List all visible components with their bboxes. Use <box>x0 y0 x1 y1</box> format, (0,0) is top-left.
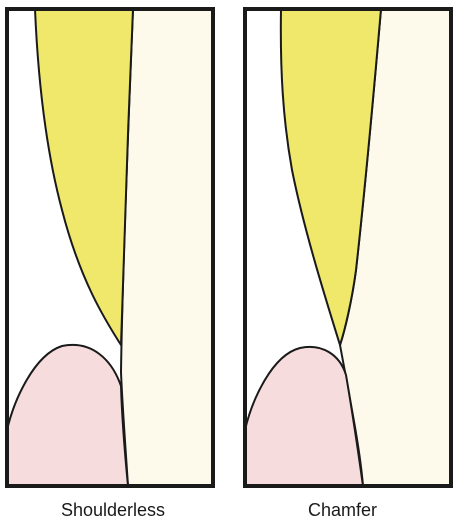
shoulderless-tooth-root <box>121 9 213 486</box>
figure-canvas <box>0 0 459 495</box>
panel-shoulderless <box>7 9 213 486</box>
panel-chamfer <box>245 9 451 486</box>
caption-chamfer: Chamfer <box>226 500 459 520</box>
caption-shoulderless: Shoulderless <box>0 500 226 520</box>
